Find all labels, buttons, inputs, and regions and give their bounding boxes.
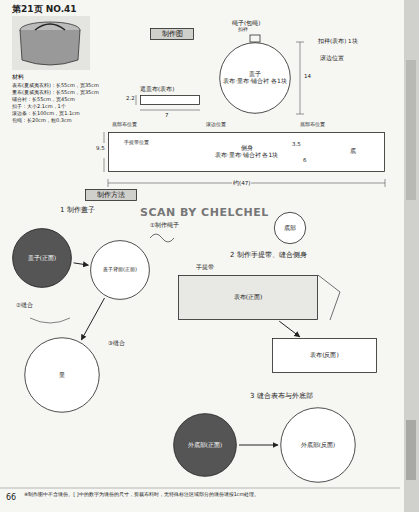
- box-node: 遮盖布(表布): [140, 95, 200, 105]
- label: 扣袢(表布) 1块: [318, 38, 358, 44]
- node-text-box: 侧身表布·里布·铺合衬 各1块: [108, 132, 385, 172]
- label: 14: [303, 73, 312, 79]
- label: 滚边条：长100cm，宽1.1cm: [12, 111, 80, 117]
- node-body: 表布·里布·铺合衬 各1块: [215, 152, 279, 159]
- node-heading: 侧身: [241, 145, 253, 152]
- box-node: 侧身表布·里布·铺合衬 各1块: [108, 132, 385, 172]
- node-heading: 里: [59, 372, 65, 379]
- label: 底: [350, 148, 356, 155]
- label: 手提带: [196, 264, 214, 270]
- circle-node: 盖子背面(正面): [90, 240, 150, 300]
- label: ※制作图中不含缝份。[ ]中的数字为缝份的尺寸，剪裁布料时，无特殊标注区域部分的…: [24, 492, 399, 498]
- label: 里布(夏威夷衣料)：长55cm，宽35cm: [12, 90, 99, 96]
- arrow-connector: [74, 263, 89, 265]
- node-outline: [140, 95, 200, 105]
- box-node: 表布(正面): [178, 275, 318, 320]
- circle-node: 外底部(反面): [280, 407, 356, 483]
- label: 1 制作盖子: [60, 206, 95, 214]
- label: 滚边位置: [206, 122, 226, 128]
- label: 扣子：大小2.1cm，1个: [12, 104, 66, 110]
- circle-node: 盖子表布·里布·铺合衬 各1块: [219, 42, 291, 114]
- label: 扣袢: [238, 27, 248, 33]
- node-heading: 制作方法: [97, 191, 125, 199]
- circle-node: 底部: [274, 212, 306, 244]
- page-title: 第21页 NO.41: [12, 4, 77, 14]
- arrow-connector: [279, 321, 300, 337]
- label: 2 制作手提带、缝合侧身: [230, 251, 307, 259]
- arrow-connector: [239, 445, 278, 446]
- node-text-box: 里: [24, 337, 100, 413]
- node-heading: 表布(正面): [234, 294, 263, 301]
- label: 底部布位置: [300, 122, 325, 128]
- label: 66: [6, 493, 16, 502]
- label: 约(47): [232, 180, 251, 186]
- node-text-box: 外底部(反面): [280, 407, 356, 483]
- node-heading: 盖子(正面): [28, 255, 56, 261]
- label: 铺合衬：长55cm，宽45cm: [12, 97, 75, 103]
- label: 3.5: [292, 141, 301, 147]
- box-node: 制作方法: [85, 189, 137, 201]
- node-text-box: [140, 95, 200, 105]
- label: ③缝合: [108, 340, 125, 346]
- node-heading: 外底部(正面): [188, 442, 222, 448]
- node-heading: 盖子: [249, 71, 261, 78]
- circle-node: 里: [24, 337, 100, 413]
- label: 绳子(包绳): [232, 20, 260, 26]
- box-node: 制作图: [150, 28, 194, 40]
- label: 3 缝合表布与外底部: [250, 392, 313, 400]
- node-heading: 外底部(反面): [301, 442, 335, 448]
- node-heading: 盖子背面(正面): [103, 267, 137, 273]
- node-text-box: 制作方法: [85, 189, 137, 201]
- label: 6: [303, 157, 307, 163]
- circle-node: 盖子(正面): [12, 228, 72, 288]
- label: ②缝合: [16, 302, 33, 308]
- label: 滚边位置: [320, 55, 344, 61]
- label: ①制作绳子: [150, 222, 179, 228]
- label: 表布(夏威夷衣料)：长55cm，宽35cm: [12, 83, 99, 89]
- node-text-box: 表布(正面): [178, 275, 318, 320]
- label: 手提带位置: [124, 140, 149, 146]
- node-text-box: 表布(反面): [272, 338, 377, 373]
- watermark: SCAN BY CHELCHEL: [140, 207, 269, 220]
- label: 9.5: [96, 145, 105, 151]
- label: 7: [165, 112, 169, 118]
- node-heading: 表布(反面): [310, 352, 339, 359]
- node-text-box: 底部: [274, 212, 306, 244]
- label: 包绳：长20cm，粗0.3cm: [12, 118, 72, 124]
- node-heading: 遮盖布(表布): [140, 86, 174, 92]
- box-node: 表布(反面): [272, 338, 377, 373]
- node-text-box: 盖子表布·里布·铺合衬 各1块: [219, 42, 291, 114]
- node-heading: 制作图: [162, 30, 183, 38]
- node-text-box: 外底部(正面): [173, 413, 237, 477]
- label: 材料: [12, 74, 24, 81]
- node-heading: 底部: [284, 225, 296, 231]
- label: 2.2: [126, 95, 135, 101]
- node-text-box: 盖子背面(正面): [90, 240, 150, 300]
- circle-node: 外底部(正面): [173, 413, 237, 477]
- label: 底部布位置: [112, 122, 137, 128]
- node-body: 表布·里布·铺合衬 各1块: [223, 78, 287, 85]
- node-text-box: 制作图: [150, 28, 194, 40]
- node-text-box: 盖子(正面): [12, 228, 72, 288]
- arrow-connector: [81, 298, 104, 340]
